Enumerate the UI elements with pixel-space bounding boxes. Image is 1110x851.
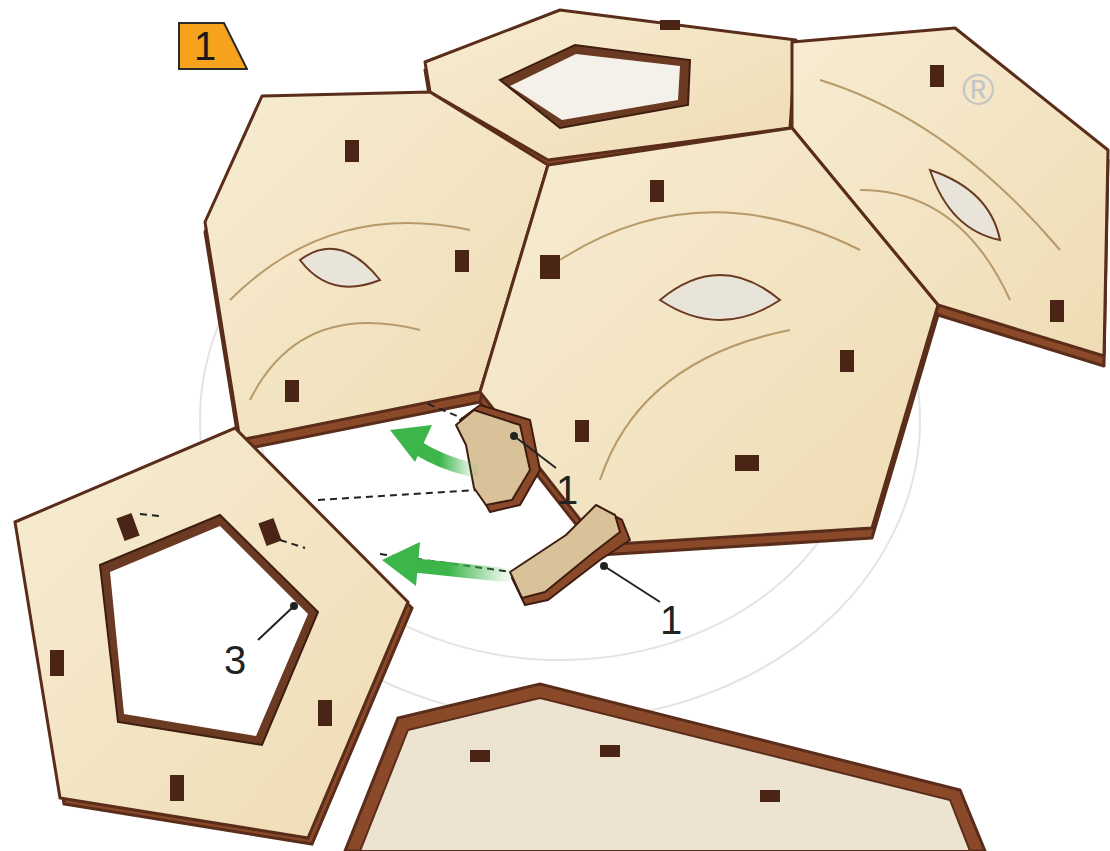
guide-lines <box>140 404 512 572</box>
panel-hole-inner <box>510 54 680 120</box>
engraving <box>230 80 1060 480</box>
callout-number: 1 <box>660 600 682 640</box>
slots <box>50 513 332 801</box>
leader-line <box>258 433 660 640</box>
direction-arrow <box>382 425 505 586</box>
panel-hole-inner <box>110 526 308 736</box>
panel-faces <box>205 10 1108 545</box>
cutouts <box>300 170 1000 320</box>
badge-fill <box>179 23 247 69</box>
callout-number: 1 <box>556 470 578 510</box>
loose-panel <box>15 428 408 838</box>
lower-panel <box>360 698 970 851</box>
watermark-mark: ® <box>962 68 994 112</box>
lower-panel-edge <box>345 684 985 851</box>
slots <box>470 745 780 802</box>
upper-panels <box>205 18 1108 555</box>
callout-number: 3 <box>224 640 246 680</box>
slots <box>285 20 1064 471</box>
step-number: 1 <box>194 26 216 66</box>
panel-hole <box>100 515 318 745</box>
panel-hole <box>500 45 690 128</box>
step-badge: 1 <box>178 22 248 70</box>
